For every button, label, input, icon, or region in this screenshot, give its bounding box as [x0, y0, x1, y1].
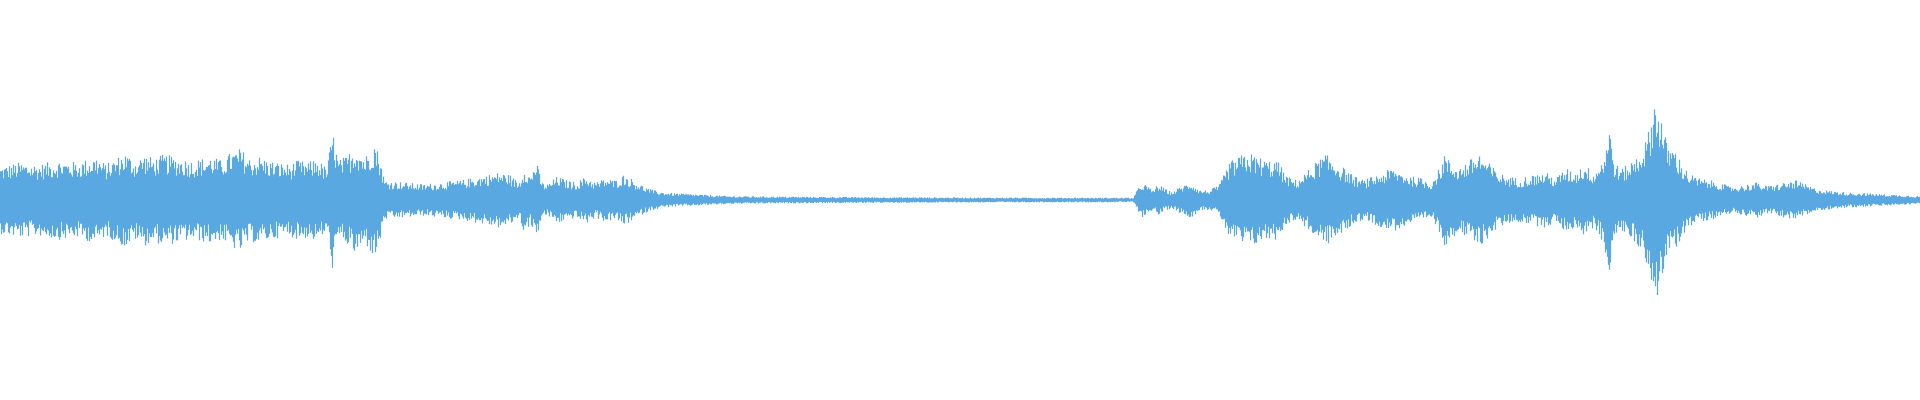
waveform-path — [0, 109, 1920, 295]
waveform-bars — [0, 109, 1920, 295]
